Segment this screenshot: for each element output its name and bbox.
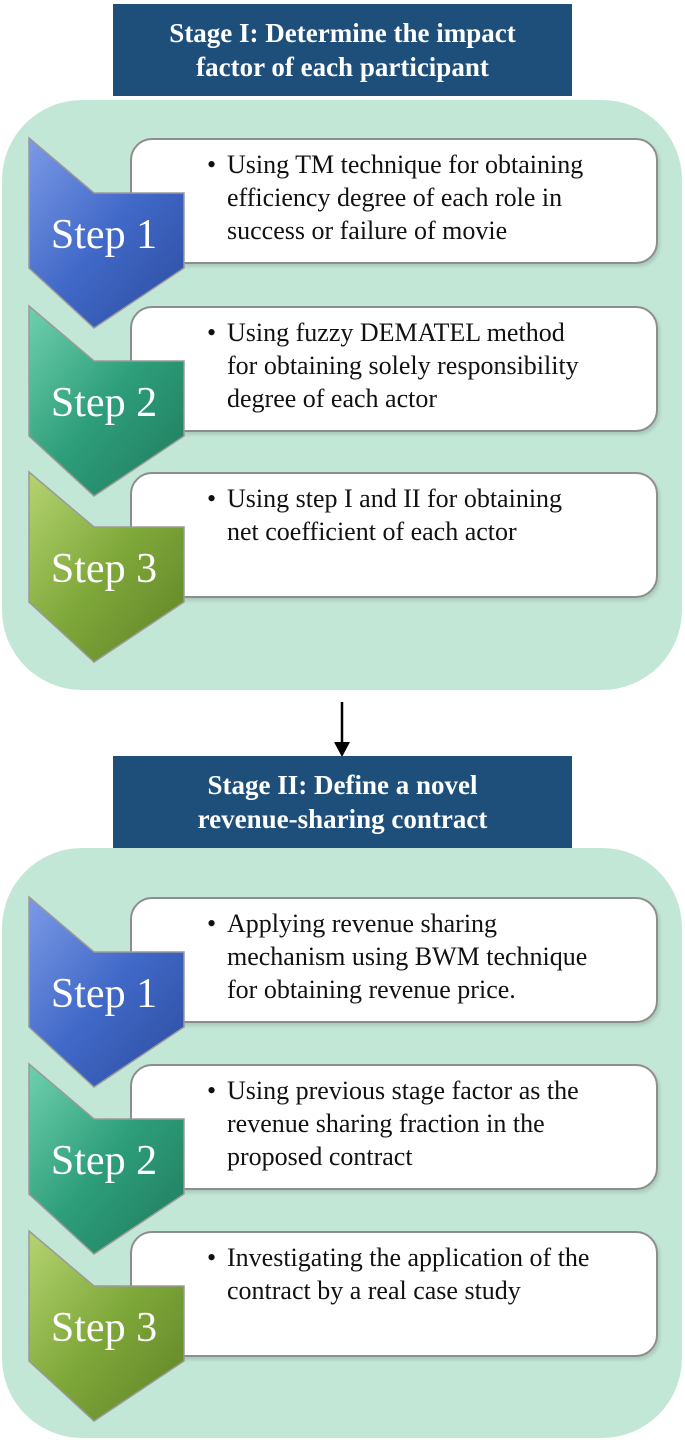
stage-2-step-3-box: • Investigating the application of the c…	[130, 1231, 658, 1357]
step-text-line: success or failure of movie	[227, 216, 508, 245]
stage-1-header: Stage I: Determine the impact factor of …	[113, 4, 572, 96]
stage-2-step-2-label: Step 2	[51, 1138, 157, 1184]
stage-2-step-1-chevron: Step 1	[28, 895, 185, 1088]
down-arrow-icon	[334, 702, 350, 757]
stage-1-step-1-box: • Using TM technique for obtaining effic…	[130, 138, 658, 264]
bullet-icon: •	[207, 150, 217, 179]
stage-1-step-1-label: Step 1	[51, 212, 157, 258]
stage-1-step-2-box: • Using fuzzy DEMATEL method for obtaini…	[130, 306, 658, 432]
step-text-line: Applying revenue sharing	[227, 909, 498, 938]
stage-1-step-2-chevron: Step 2	[28, 304, 185, 497]
step-text-line: contract by a real case study	[227, 1276, 521, 1305]
step-text-line: for obtaining revenue price.	[227, 975, 516, 1004]
bullet-icon: •	[207, 318, 217, 347]
step-text-line: Using TM technique for obtaining	[227, 150, 584, 179]
step-text-line: Using fuzzy DEMATEL method	[227, 318, 565, 347]
stage-1-title-line-2: factor of each participant	[196, 52, 489, 82]
stage-2-step-3-chevron: Step 3	[28, 1229, 185, 1422]
step-text-line: mechanism using BWM technique	[227, 942, 588, 971]
bullet-icon: •	[207, 1076, 217, 1105]
step-text-line: revenue sharing fraction in the	[227, 1109, 545, 1138]
stage-1-step-3-box: • Using step I and II for obtaining net …	[130, 472, 658, 598]
stage-1-step-1-chevron: Step 1	[28, 136, 185, 329]
step-text-line: Using previous stage factor as the	[227, 1076, 579, 1105]
step-text-line: Using step I and II for obtaining	[227, 484, 563, 513]
stage-2-step-3-label: Step 3	[51, 1305, 157, 1351]
step-text-line: proposed contract	[227, 1142, 413, 1171]
stage-2-title-line-1: Stage II: Define a novel	[207, 770, 478, 800]
step-text-line: degree of each actor	[227, 384, 438, 413]
stage-1-step-3-chevron: Step 3	[28, 470, 185, 663]
bullet-icon: •	[207, 1243, 217, 1272]
step-text-line: efficiency degree of each role in	[227, 183, 563, 212]
stage-1-step-2-label: Step 2	[51, 380, 157, 426]
bullet-icon: •	[207, 909, 217, 938]
step-text-line: net coefficient of each actor	[227, 517, 517, 546]
stage-2-step-2-box: • Using previous stage factor as the rev…	[130, 1064, 658, 1190]
stage-2-step-1-label: Step 1	[51, 971, 157, 1017]
stage-2-step-1-box: • Applying revenue sharing mechanism usi…	[130, 897, 658, 1023]
step-text-line: Investigating the application of the	[227, 1243, 590, 1272]
stage-1-step-3-label: Step 3	[51, 546, 157, 592]
stage-1-title-line-1: Stage I: Determine the impact	[169, 18, 516, 48]
bullet-icon: •	[207, 484, 217, 513]
stage-2-header: Stage II: Define a novel revenue-sharing…	[113, 756, 572, 848]
step-text-line: for obtaining solely responsibility	[227, 351, 579, 380]
stage-2-step-2-chevron: Step 2	[28, 1062, 185, 1255]
stage-2-title-line-2: revenue-sharing contract	[197, 804, 488, 834]
